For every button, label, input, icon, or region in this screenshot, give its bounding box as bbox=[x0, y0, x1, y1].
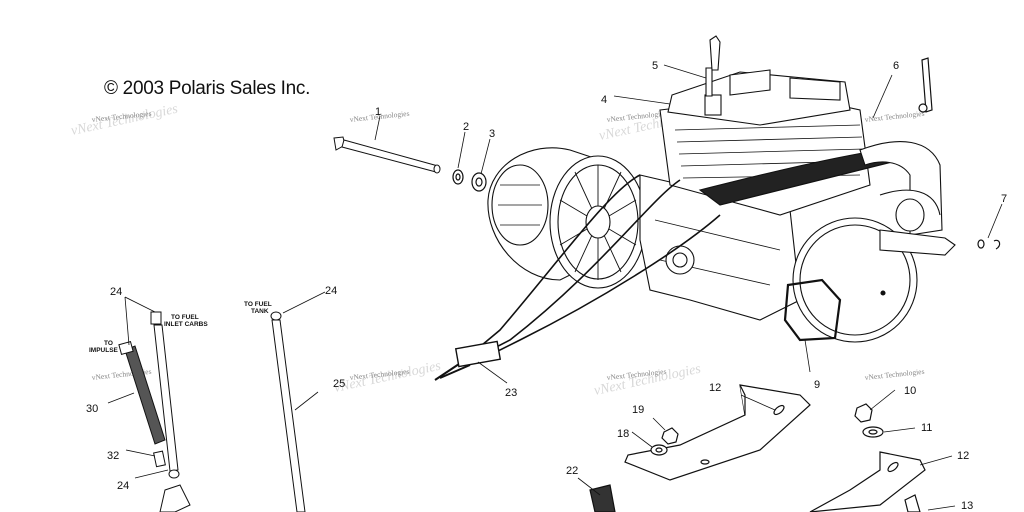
callout-24c: 24 bbox=[117, 480, 129, 492]
callout-24a: 24 bbox=[110, 286, 122, 298]
callout-10: 10 bbox=[904, 385, 916, 397]
routing-notes: TO FUEL INLET CARBS TO IMPULSE TO FUEL T… bbox=[89, 301, 272, 354]
callout-11: 11 bbox=[921, 422, 932, 434]
callout-19: 19 bbox=[632, 404, 644, 416]
callout-32: 32 bbox=[107, 450, 119, 462]
callout-12: 12 bbox=[709, 382, 721, 394]
callout-9: 9 bbox=[814, 379, 820, 391]
callout-4: 4 bbox=[601, 94, 607, 106]
copyright-notice: © 2003 Polaris Sales Inc. bbox=[104, 78, 311, 99]
throttle-cables bbox=[434, 174, 721, 381]
part-washer-18 bbox=[650, 444, 668, 456]
callout-23: 23 bbox=[505, 387, 517, 399]
callout-5: 5 bbox=[652, 60, 658, 72]
callout-1: 1 bbox=[375, 106, 381, 118]
note-to-impulse-2: IMPULSE bbox=[89, 347, 119, 354]
callout-3: 3 bbox=[489, 128, 495, 140]
callout-25: 25 bbox=[333, 378, 345, 390]
note-to-fuel-inlet-carbs-1: TO FUEL bbox=[171, 314, 199, 321]
part-nut-10 bbox=[854, 403, 873, 423]
part-washer bbox=[452, 169, 464, 185]
part-nut-19 bbox=[661, 427, 679, 445]
note-to-impulse-1: TO bbox=[104, 340, 113, 347]
callout-6: 6 bbox=[893, 60, 899, 72]
engine-assembly bbox=[487, 35, 956, 343]
note-to-fuel-tank-2: TANK bbox=[251, 308, 269, 315]
part-washer-11 bbox=[862, 426, 884, 438]
callout-12b: 12 bbox=[957, 450, 969, 462]
note-to-fuel-tank-1: TO FUEL bbox=[244, 301, 272, 308]
leader-lines bbox=[107, 64, 1003, 511]
callout-2: 2 bbox=[463, 121, 469, 133]
callout-30: 30 bbox=[86, 403, 98, 415]
fuel-lines bbox=[118, 311, 306, 512]
note-to-fuel-inlet-carbs-2: INLET CARBS bbox=[164, 321, 208, 328]
callout-7: 7 bbox=[1001, 193, 1007, 205]
callout-18: 18 bbox=[617, 428, 629, 440]
callout-24b: 24 bbox=[325, 285, 337, 297]
part-clip bbox=[977, 239, 1001, 250]
part-nut bbox=[471, 172, 487, 192]
part-dipstick bbox=[918, 57, 933, 113]
part-bolt bbox=[333, 136, 441, 174]
callout-22: 22 bbox=[566, 465, 578, 477]
mount-brackets bbox=[589, 384, 926, 512]
callout-13: 13 bbox=[961, 500, 973, 512]
watermark: vNext Technologies bbox=[864, 367, 925, 382]
callouts: 1 2 3 4 5 6 7 9 10 11 12 12 13 18 19 22 … bbox=[86, 60, 1007, 512]
